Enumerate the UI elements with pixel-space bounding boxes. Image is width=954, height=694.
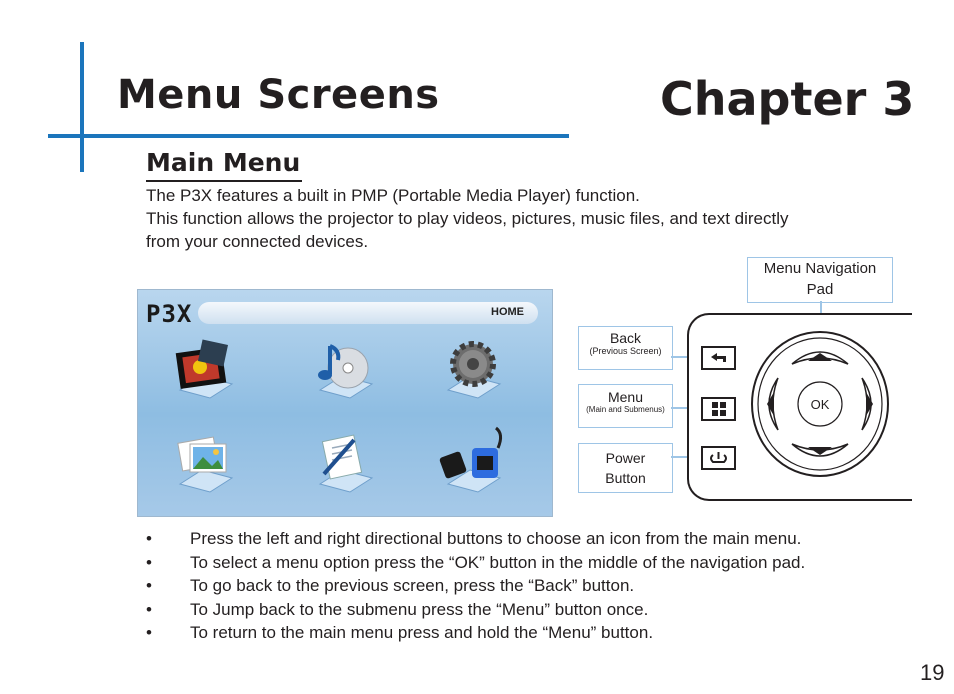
nav-left-button[interactable] bbox=[767, 377, 779, 431]
menu-leader bbox=[671, 407, 701, 409]
accent-vertical-rule bbox=[80, 42, 84, 172]
bullet-icon: • bbox=[146, 623, 152, 642]
back-sublabel: (Previous Screen) bbox=[589, 346, 662, 356]
menu-grid-icon bbox=[712, 402, 726, 416]
intro-paragraph: The P3X features a built in PMP (Portabl… bbox=[146, 184, 906, 253]
music-icon bbox=[318, 344, 374, 399]
list-item: •To Jump back to the submenu press the “… bbox=[146, 598, 906, 622]
list-item: •To return to the main menu press and ho… bbox=[146, 621, 906, 645]
menu-button[interactable] bbox=[701, 397, 736, 421]
down-arrow-icon bbox=[808, 447, 832, 455]
ok-label: OK bbox=[811, 397, 830, 412]
list-item: •To select a menu option press the “OK” … bbox=[146, 551, 906, 575]
bullet-icon: • bbox=[146, 529, 152, 548]
left-arrow-icon bbox=[767, 392, 774, 416]
photo-icon bbox=[177, 436, 234, 493]
power-callout: Power Button bbox=[578, 443, 673, 493]
menu-label: Menu bbox=[607, 389, 644, 405]
accent-horizontal-rule bbox=[48, 134, 569, 138]
main-menu-screenshot: P3X HOME bbox=[137, 289, 553, 517]
video-icon bbox=[175, 339, 234, 399]
back-button[interactable] bbox=[701, 346, 736, 370]
power-leader bbox=[671, 456, 701, 458]
paragraph-line: The P3X features a built in PMP (Portabl… bbox=[146, 186, 640, 205]
menu-sublabel: (Main and Submenus) bbox=[586, 405, 665, 414]
power-label-line1: Power bbox=[605, 450, 646, 466]
back-label: Back bbox=[609, 330, 642, 346]
bullet-icon: • bbox=[146, 552, 152, 572]
menu-callout: Menu (Main and Submenus) bbox=[578, 384, 673, 428]
bullet-icon: • bbox=[146, 576, 152, 595]
section-title: Menu Screens bbox=[117, 72, 440, 118]
list-item: •To go back to the previous screen, pres… bbox=[146, 574, 906, 598]
paragraph-line: from your connected devices. bbox=[146, 232, 369, 251]
bullet-icon: • bbox=[146, 599, 152, 619]
nav-pad-label-line1: Menu Navigation bbox=[763, 260, 877, 277]
paragraph-line: This function allows the projector to pl… bbox=[146, 209, 789, 228]
chapter-title: Chapter 3 bbox=[660, 72, 915, 126]
list-item: •Press the left and right directional bu… bbox=[146, 527, 906, 551]
p3x-logo: P3X bbox=[146, 300, 193, 328]
navigation-pad[interactable]: OK bbox=[750, 330, 890, 478]
nav-up-button[interactable] bbox=[791, 351, 849, 365]
nav-right-button[interactable] bbox=[861, 377, 873, 431]
right-arrow-icon bbox=[866, 392, 873, 416]
nav-pad-callout: Menu Navigation Pad bbox=[747, 257, 893, 303]
home-bar: HOME bbox=[198, 302, 538, 324]
page-number: 19 bbox=[920, 660, 945, 685]
ok-button[interactable]: OK bbox=[797, 381, 843, 427]
home-label: HOME bbox=[491, 306, 524, 318]
instruction-list: •Press the left and right directional bu… bbox=[146, 527, 906, 645]
back-leader bbox=[671, 356, 701, 358]
back-callout: Back (Previous Screen) bbox=[578, 326, 673, 370]
up-arrow-icon bbox=[808, 353, 832, 361]
nav-down-button[interactable] bbox=[791, 443, 849, 457]
heading-underline bbox=[146, 180, 302, 182]
nav-pad-label-line2: Pad bbox=[806, 281, 834, 298]
text-document-icon bbox=[318, 434, 374, 493]
settings-gear-icon bbox=[446, 341, 502, 399]
main-menu-heading: Main Menu bbox=[146, 148, 301, 177]
back-arrow-icon bbox=[711, 353, 726, 362]
power-icon bbox=[710, 452, 727, 463]
power-button[interactable] bbox=[701, 446, 736, 470]
connector-cables-icon bbox=[439, 426, 503, 493]
power-label-line2: Button bbox=[605, 470, 646, 486]
